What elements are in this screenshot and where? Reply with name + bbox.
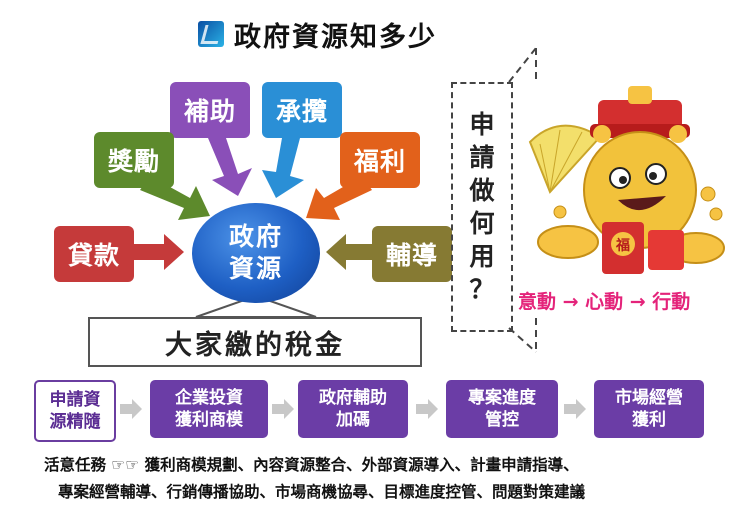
mission-label: 活意任務 xyxy=(44,456,107,474)
page-title: 政府資源知多少 xyxy=(234,21,437,53)
side-char: 用 xyxy=(469,242,495,271)
mission-services-1: 獲利商模規劃、內容資源整合、外部資源導入、計畫申請指導、 xyxy=(144,456,579,474)
step-arrow-icon xyxy=(272,399,294,419)
arrow-loan xyxy=(134,234,184,270)
step-4-line2: 管控 xyxy=(485,410,519,430)
step-1-line1: 申請資 xyxy=(49,390,101,410)
government-resources-ellipse: 政府 資源 xyxy=(192,203,320,303)
center-line1: 政府 xyxy=(228,222,283,251)
side-char: 請 xyxy=(469,143,495,172)
step-5-line2: 獲利 xyxy=(632,410,666,430)
step-2-line1: 企業投資 xyxy=(175,388,243,408)
step-arrow-icon xyxy=(120,399,142,419)
step-3: 政府輔助加碼 xyxy=(298,380,408,438)
step-5: 市場經營獲利 xyxy=(594,380,704,438)
fortune-badge: 福 xyxy=(615,237,630,254)
mission-services-2: 專案經營輔導、行銷傳播協助、市場商機協尋、目標進度控管、問題對策建議 xyxy=(58,483,586,501)
tile-subsidy: 補助 xyxy=(170,82,250,138)
tile-reward: 獎勵 xyxy=(94,132,174,188)
step-arrow-icon xyxy=(416,399,438,419)
arrow-subsidy xyxy=(208,138,252,196)
arrow-undertake xyxy=(262,138,304,198)
coin-icon xyxy=(700,186,716,202)
mission-line1: 活意任務 ☞☞ 獲利商模規劃、內容資源整合、外部資源導入、計畫申請指導、 xyxy=(44,452,724,479)
tax-box: 大家繳的稅金 xyxy=(88,317,422,367)
step-3-line2: 加碼 xyxy=(336,410,370,430)
ingot-icon xyxy=(537,225,599,259)
arrow-guidance xyxy=(326,234,372,270)
side-char: 做 xyxy=(469,176,495,205)
step-1: 申請資源精隨 xyxy=(34,380,116,442)
coin-icon xyxy=(709,207,723,221)
step-4: 專案進度管控 xyxy=(446,380,558,438)
title-bar: 政府資源知多少 xyxy=(198,14,518,54)
step-2: 企業投資獲利商模 xyxy=(150,380,268,438)
side-question-box: 申 請 做 何 用 ？ xyxy=(451,82,513,332)
step-5-line1: 市場經營 xyxy=(615,388,683,408)
tile-welfare: 福利 xyxy=(340,132,420,188)
step-2-line2: 獲利商模 xyxy=(175,410,243,430)
tile-loan: 貸款 xyxy=(54,226,134,282)
center-line2: 資源 xyxy=(228,254,283,283)
motivation-flow: 意動 → 心動 → 行動 xyxy=(518,290,691,313)
logo-icon xyxy=(198,21,224,47)
step-1-line2: 源精隨 xyxy=(49,412,101,432)
tile-undertake: 承攬 xyxy=(262,82,342,138)
side-char: 何 xyxy=(469,209,495,238)
tile-guidance: 輔導 xyxy=(372,226,452,282)
coin-icon xyxy=(553,205,567,219)
step-4-line1: 專案進度 xyxy=(468,388,536,408)
step-arrow-icon xyxy=(564,399,586,419)
step-3-line1: 政府輔助 xyxy=(319,388,387,408)
mission-text: 活意任務 ☞☞ 獲利商模規劃、內容資源整合、外部資源導入、計畫申請指導、 專案經… xyxy=(44,452,724,506)
side-char: ？ xyxy=(469,275,495,304)
hat-icon xyxy=(598,100,682,130)
pointer-icon: ☞☞ xyxy=(111,456,140,474)
side-char: 申 xyxy=(469,110,495,139)
mascot-illustration: 福 xyxy=(528,86,725,274)
